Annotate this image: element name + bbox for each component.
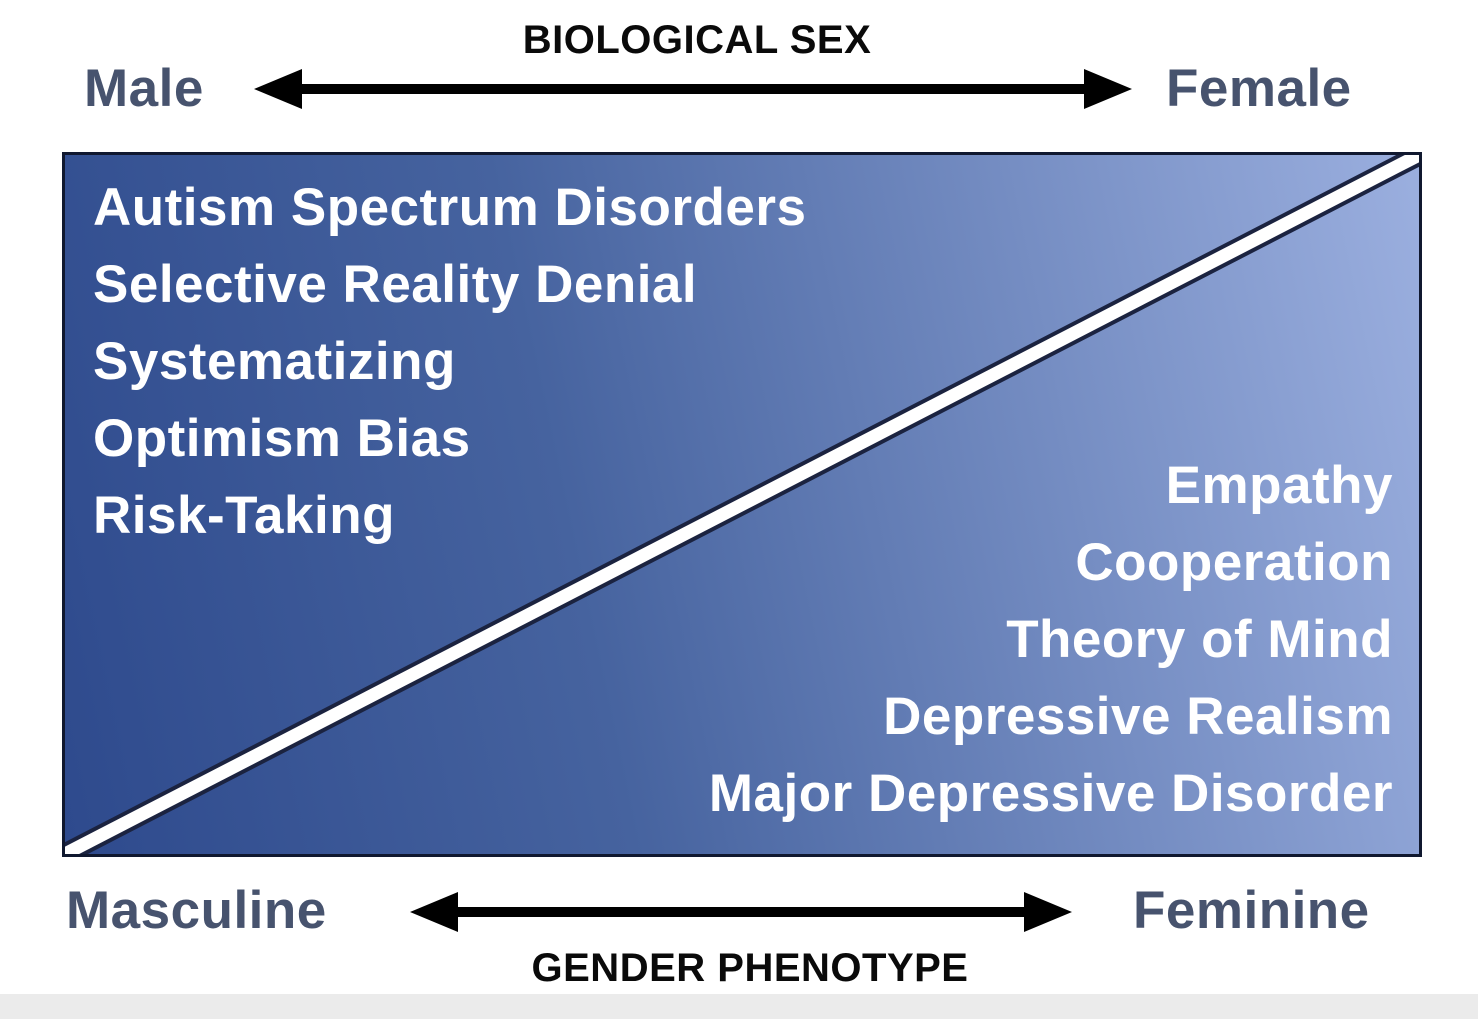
feminine-traits-list: Empathy Cooperation Theory of Mind Depre… <box>709 447 1393 832</box>
trait-item: Cooperation <box>1075 533 1393 592</box>
diagonal-divider <box>65 155 1419 854</box>
female-label: Female <box>1166 59 1352 118</box>
feminine-label: Feminine <box>1133 881 1370 940</box>
male-label: Male <box>84 59 204 118</box>
trait-item: Systematizing <box>93 332 456 391</box>
spectrum-box: Autism Spectrum Disorders Selective Real… <box>62 152 1422 857</box>
biological-sex-title: BIOLOGICAL SEX <box>522 18 872 62</box>
trait-item: Major Depressive Disorder <box>708 764 1393 823</box>
letterbox-strip <box>0 994 1478 1019</box>
trait-item: Depressive Realism <box>883 687 1393 746</box>
gender-phenotype-title: GENDER PHENOTYPE <box>531 946 969 990</box>
trait-item: Autism Spectrum Disorders <box>93 178 807 237</box>
gender-phenotype-arrow <box>410 892 1072 932</box>
trait-item: Theory of Mind <box>1006 610 1393 669</box>
masculine-label: Masculine <box>66 881 327 940</box>
masculine-traits-list: Autism Spectrum Disorders Selective Real… <box>93 169 806 554</box>
trait-item: Optimism Bias <box>93 409 471 468</box>
trait-item: Selective Reality Denial <box>93 255 698 314</box>
trait-item: Empathy <box>1165 456 1393 515</box>
trait-item: Risk-Taking <box>93 486 395 545</box>
biological-sex-arrow <box>254 69 1132 109</box>
